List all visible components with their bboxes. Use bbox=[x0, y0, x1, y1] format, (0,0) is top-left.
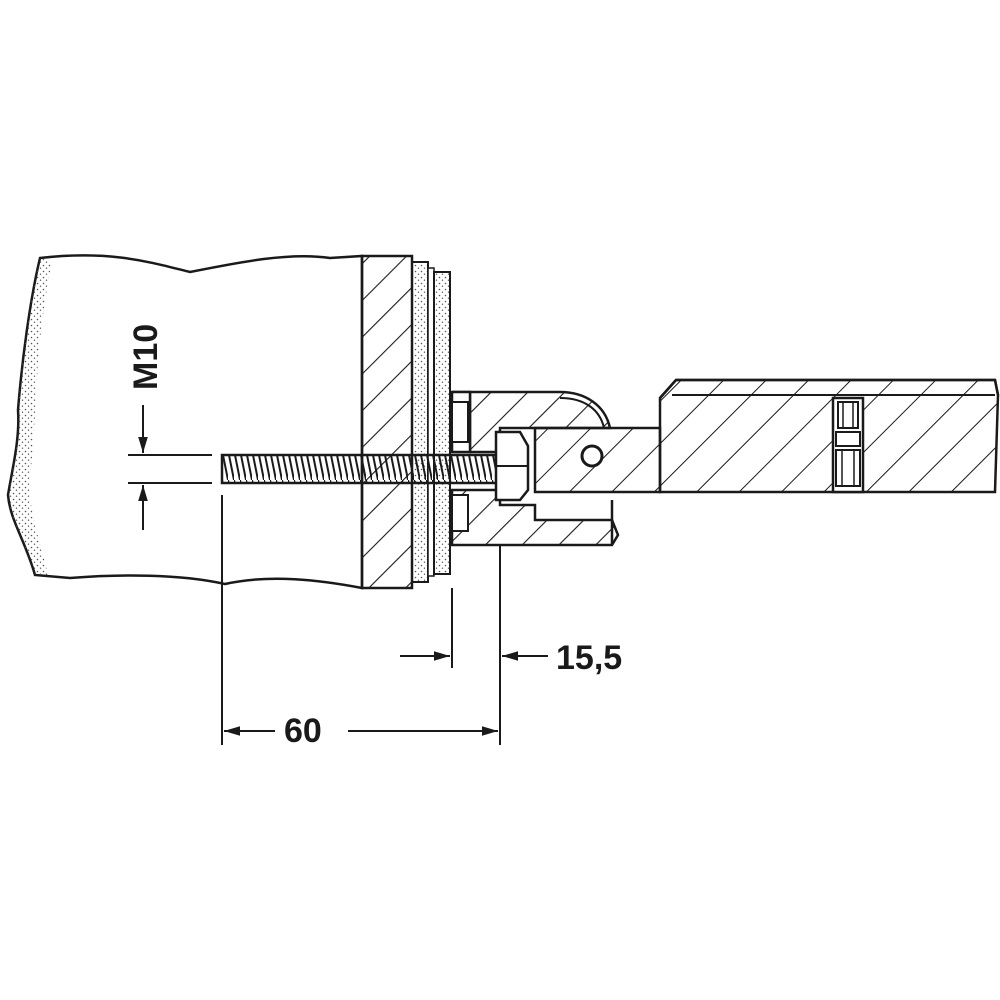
bolt-length-label: 60 bbox=[284, 712, 322, 750]
wall-post bbox=[6, 254, 364, 590]
length-dimension: 60 bbox=[221, 495, 498, 750]
glass-panel bbox=[658, 378, 1000, 494]
threaded-bolt bbox=[220, 453, 502, 485]
set-screw bbox=[831, 396, 865, 494]
distance-dimension: 15,5 bbox=[400, 545, 622, 745]
clamp-housing bbox=[450, 390, 620, 547]
hex-nut bbox=[494, 430, 530, 502]
clamp-arm bbox=[533, 426, 662, 494]
m10-dimension: M10 bbox=[127, 324, 212, 530]
glass-distance-label: 15,5 bbox=[556, 639, 622, 677]
wall-cladding bbox=[360, 254, 451, 590]
thread-size-label: M10 bbox=[127, 324, 165, 390]
